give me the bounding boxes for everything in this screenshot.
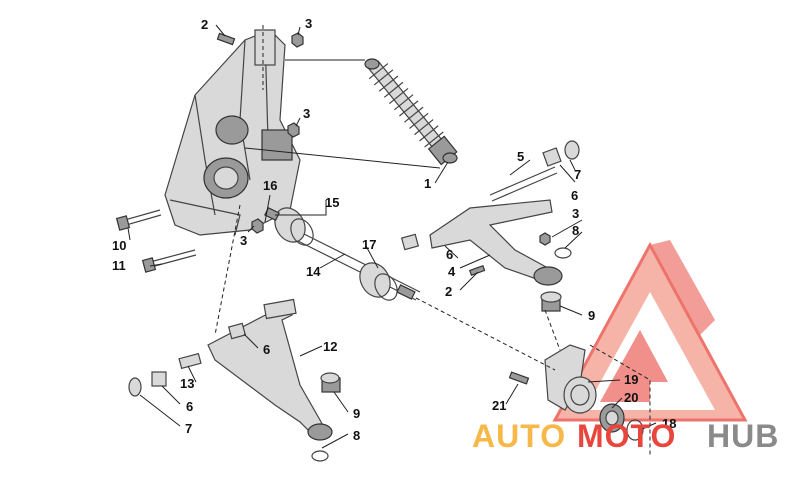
callout-3: 3 xyxy=(572,206,579,221)
watermark-wordmark: AUTO MOTO HUB xyxy=(472,418,779,454)
callout-2: 2 xyxy=(445,284,452,299)
callout-17: 17 xyxy=(362,237,376,252)
callout-13: 13 xyxy=(180,376,194,391)
callout-labels: 1 2 2 3 3 3 3 4 5 6 6 6 6 7 7 8 8 9 9 10… xyxy=(112,16,676,443)
callout-19: 19 xyxy=(624,372,638,387)
frame-chassis xyxy=(164,29,301,236)
callout-3: 3 xyxy=(305,16,312,31)
callout-8: 8 xyxy=(353,428,360,443)
watermark-word-auto: AUTO xyxy=(472,418,566,454)
callout-8: 8 xyxy=(572,223,579,238)
callout-6: 6 xyxy=(446,247,453,262)
callout-18: 18 xyxy=(662,416,676,431)
bolt-11 xyxy=(141,249,197,273)
leader-lines xyxy=(127,24,657,449)
upper-a-arm xyxy=(400,140,580,312)
callout-7: 7 xyxy=(185,421,192,436)
callout-15: 15 xyxy=(325,195,339,210)
nut-16 xyxy=(251,218,264,234)
callout-11: 11 xyxy=(112,258,126,273)
callout-10: 10 xyxy=(112,238,126,253)
callout-9: 9 xyxy=(588,308,595,323)
nut-top xyxy=(291,32,304,48)
watermark-word-moto: MOTO xyxy=(577,418,676,454)
nut-mid xyxy=(287,122,300,138)
callout-21: 21 xyxy=(492,398,506,413)
drive-axle xyxy=(264,206,421,301)
callout-6: 6 xyxy=(571,188,578,203)
lower-a-arm xyxy=(128,298,341,462)
callout-1: 1 xyxy=(424,176,431,191)
steering-knuckle xyxy=(508,344,644,441)
shock-absorber xyxy=(364,58,458,166)
callout-6: 6 xyxy=(263,342,270,357)
callout-2: 2 xyxy=(201,17,208,32)
callout-6: 6 xyxy=(186,399,193,414)
callout-20: 20 xyxy=(624,390,638,405)
callout-3: 3 xyxy=(303,106,310,121)
callout-16: 16 xyxy=(263,178,277,193)
callout-12: 12 xyxy=(323,339,337,354)
callout-9: 9 xyxy=(353,406,360,421)
callout-4: 4 xyxy=(448,264,456,279)
bolt-10 xyxy=(115,209,162,231)
bolt-top xyxy=(216,32,236,46)
callout-14: 14 xyxy=(306,264,321,279)
assembly-dash-lines xyxy=(214,25,651,455)
watermark-word-hub: HUB xyxy=(707,418,779,454)
callout-7: 7 xyxy=(574,167,581,182)
callout-3: 3 xyxy=(240,233,247,248)
callout-5: 5 xyxy=(517,149,524,164)
